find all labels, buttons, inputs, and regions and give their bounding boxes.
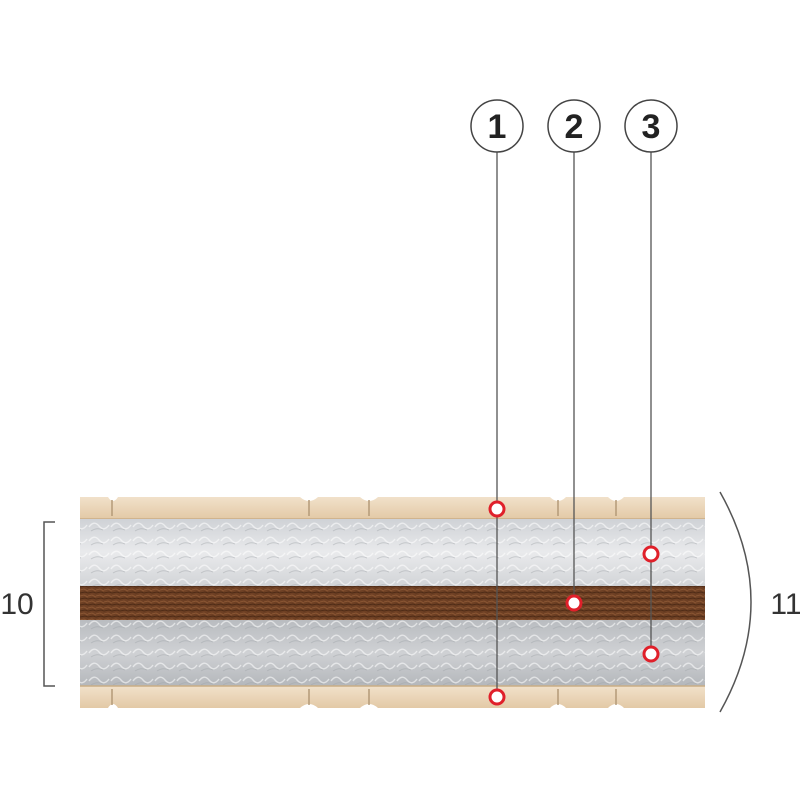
callout-2-label: 2 — [565, 108, 584, 146]
core-height-dimension: 10 — [0, 521, 55, 687]
callout-1: 1 — [470, 99, 524, 153]
bottom-batting-layer — [80, 620, 705, 686]
total-height-dimension: 11 — [719, 491, 800, 713]
top-batting-layer — [80, 519, 705, 586]
callout-2: 2 — [547, 99, 601, 153]
callout-3-label: 3 — [642, 108, 661, 146]
marker-3-top — [642, 545, 660, 563]
top-cover-layer — [80, 497, 705, 520]
bottom-cover-layer — [80, 685, 705, 708]
callout-1-label: 1 — [488, 108, 507, 146]
total-height-label: 11 — [770, 588, 800, 621]
marker-1-bottom — [488, 688, 506, 706]
callout-leader-lines — [496, 152, 652, 697]
layer-markers — [488, 500, 660, 706]
callout-3: 3 — [624, 99, 678, 153]
core-height-label: 10 — [0, 588, 33, 621]
coir-core-layer — [80, 586, 705, 620]
marker-2 — [565, 594, 583, 612]
marker-3-bottom — [642, 645, 660, 663]
marker-1-top — [488, 500, 506, 518]
